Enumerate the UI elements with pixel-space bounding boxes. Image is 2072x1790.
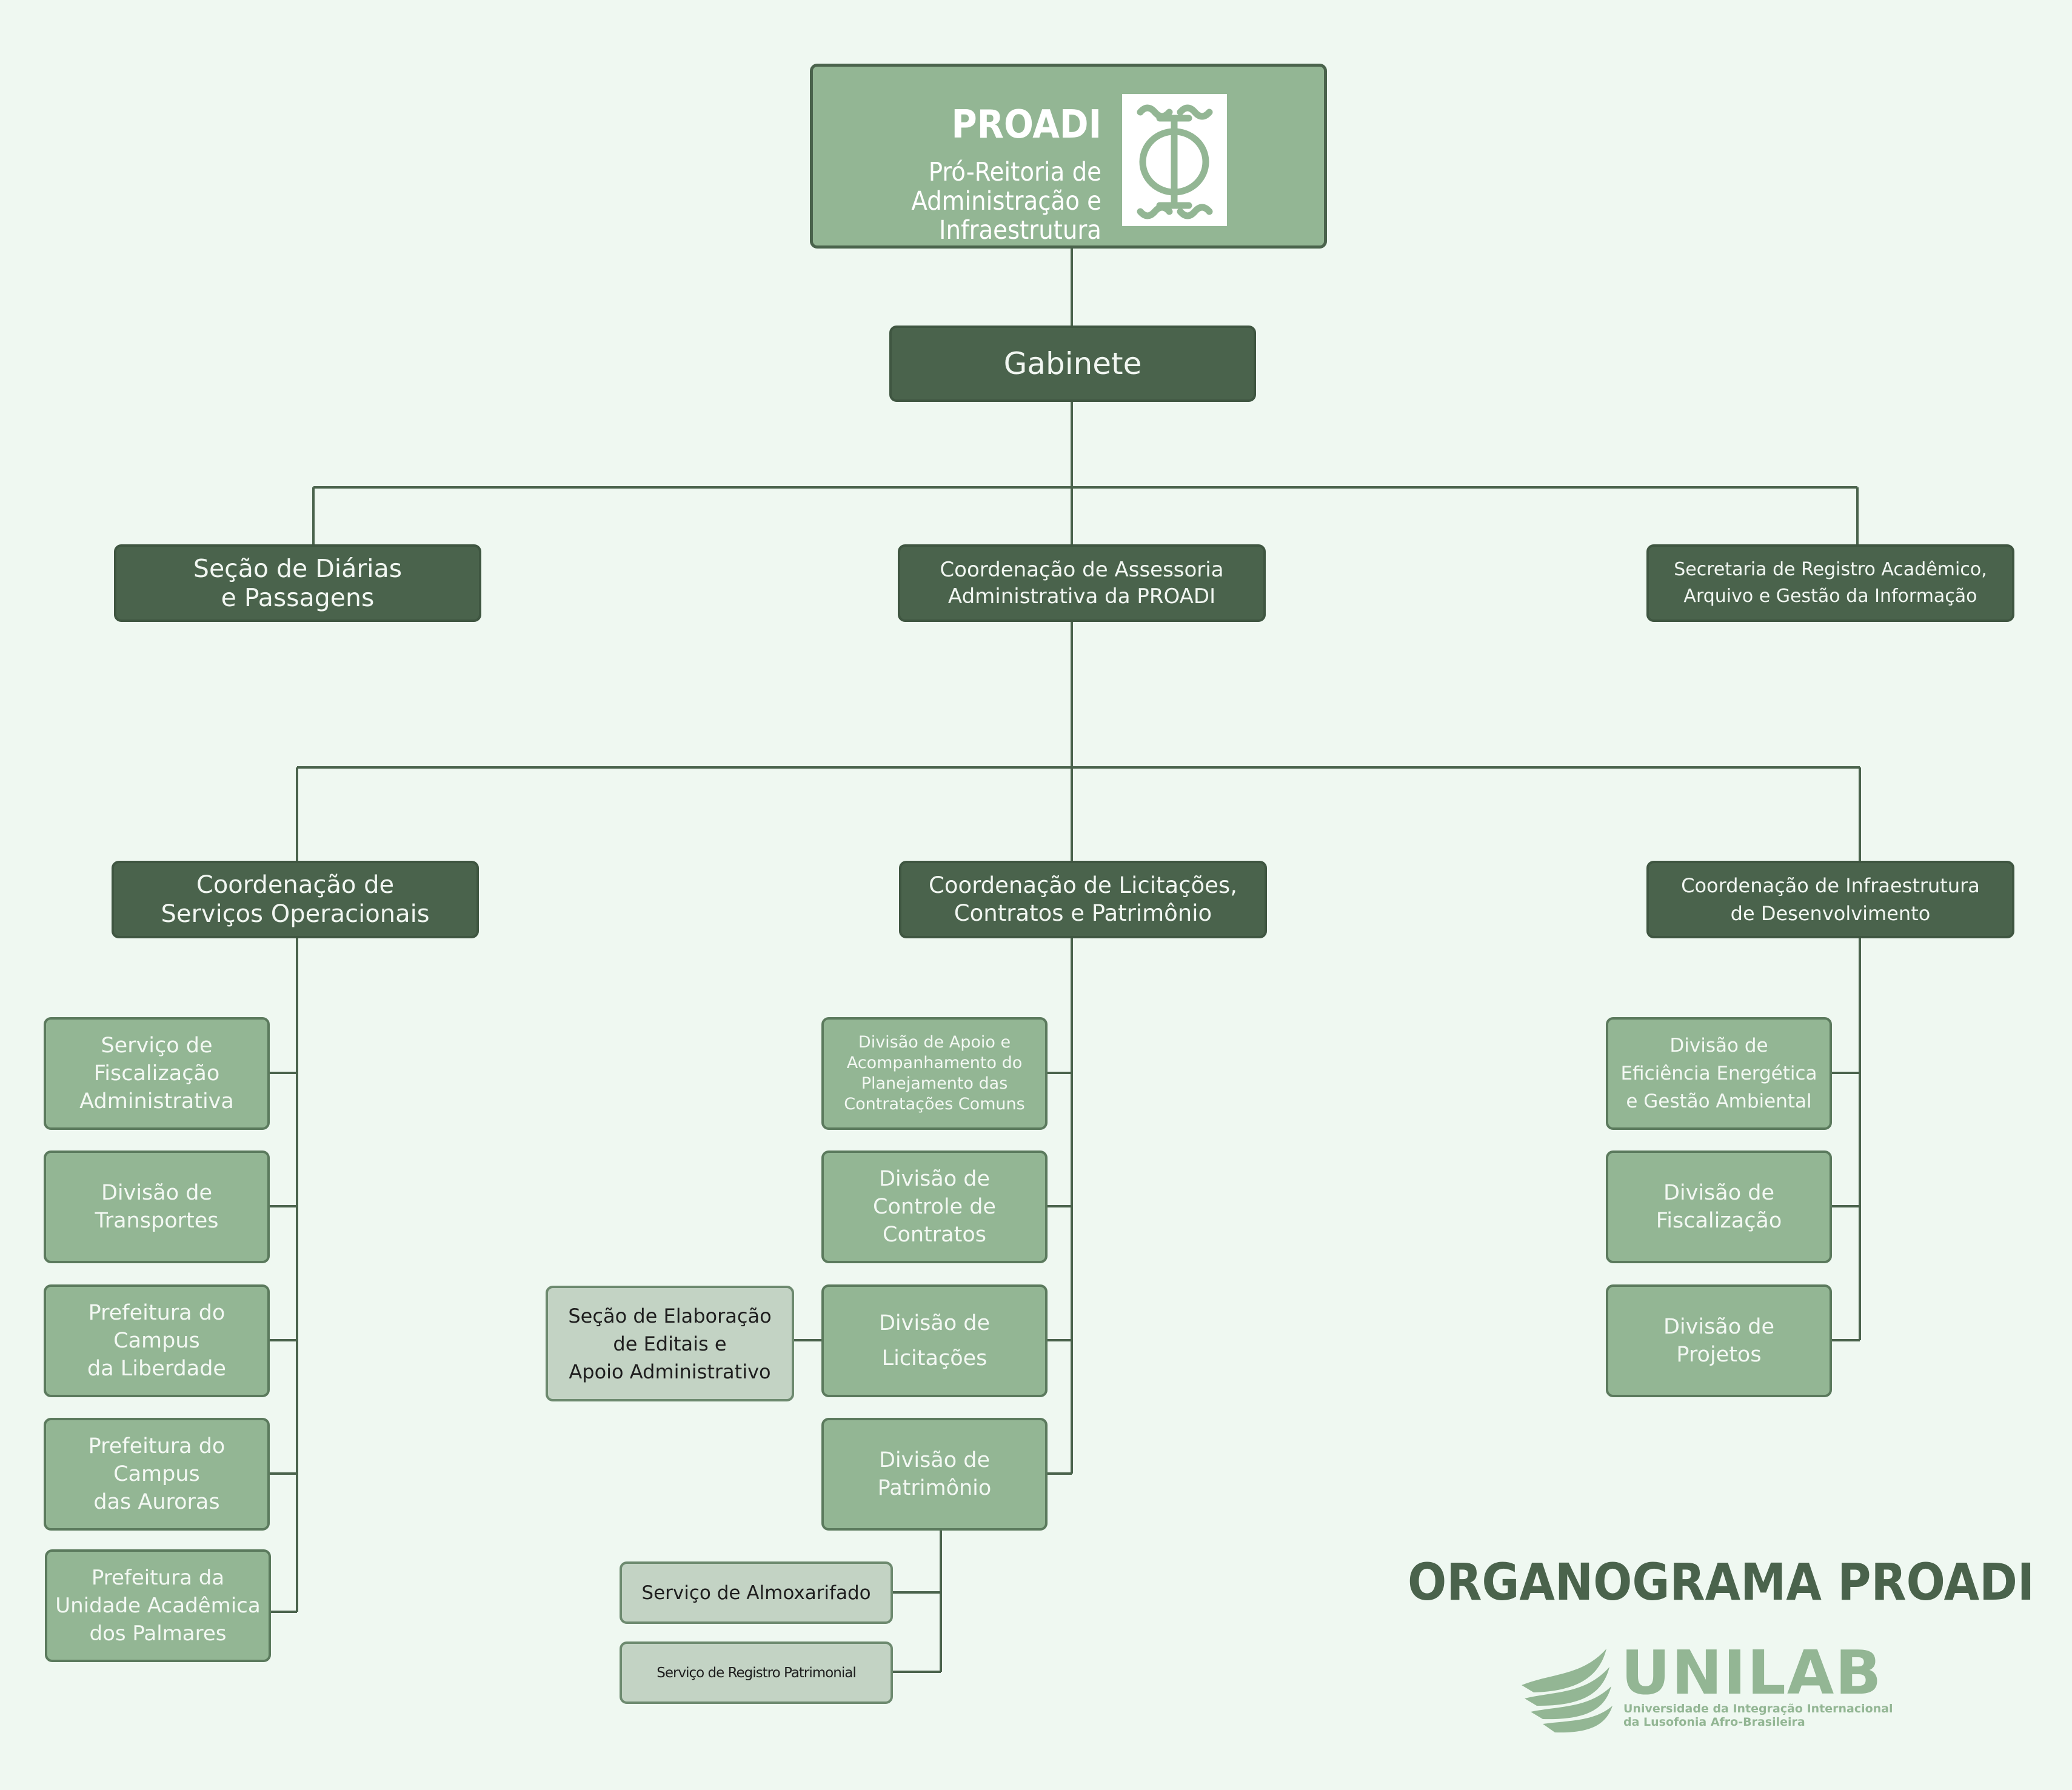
proadi-header-text: PROADI Pró-Reitoria de Administração e I… (911, 92, 1101, 256)
coord-servicos-label: Coordenação de Serviços Operacionais (161, 871, 430, 928)
proadi-header-box: PROADI Pró-Reitoria de Administração e I… (810, 64, 1327, 249)
secao-editais-box: Seção de Elaboração de Editais e Apoio A… (546, 1286, 794, 1401)
divisao-controle-label: Divisão de Controle de Contratos (873, 1167, 996, 1247)
servico-almoxarifado-box: Serviço de Almoxarifado (620, 1561, 893, 1624)
proadi-subtitle: Pró-Reitoria de Administração e Infraest… (911, 157, 1101, 245)
divisao-controle-box: Divisão de Controle de Contratos (821, 1150, 1048, 1263)
divisao-transportes-label: Divisão de Transportes (95, 1181, 219, 1233)
coord-assessoria-box: Coordenação de Assessoria Administrativa… (898, 544, 1266, 622)
divisao-eficiencia-label: Divisão de Eficiência Energética e Gestã… (1620, 1035, 1817, 1112)
divisao-patrimonio-label: Divisão de Patrimônio (877, 1448, 992, 1500)
divisao-apoio-label: Divisão de Apoio e Acompanhamento do Pla… (844, 1033, 1025, 1114)
divisao-licitacoes-box: Divisão de Licitações (821, 1284, 1048, 1397)
prefeitura-auroras-label: Prefeitura do Campus das Auroras (88, 1434, 226, 1514)
divisao-fiscalizacao-label: Divisão de Fiscalização (1656, 1181, 1782, 1233)
divisao-transportes-box: Divisão de Transportes (44, 1150, 270, 1263)
servico-almoxarifado-label: Serviço de Almoxarifado (641, 1581, 871, 1604)
unilab-logo: UNILAB Universidade da Integração Intern… (1509, 1643, 1910, 1740)
coord-licitacoes-label: Coordenação de Licitações, Contratos e P… (929, 872, 1237, 926)
servico-registro-box: Serviço de Registro Patrimonial (620, 1641, 893, 1704)
proadi-logo-icon (1122, 94, 1227, 226)
proadi-emblem-icon (1137, 104, 1213, 219)
coord-licitacoes-box: Coordenação de Licitações, Contratos e P… (899, 861, 1267, 938)
divisao-apoio-box: Divisão de Apoio e Acompanhamento do Pla… (821, 1017, 1048, 1130)
coord-assessoria-label: Coordenação de Assessoria Administrativa… (940, 558, 1224, 609)
prefeitura-liberdade-label: Prefeitura do Campus da Liberdade (87, 1301, 226, 1381)
servico-registro-label: Serviço de Registro Patrimonial (657, 1665, 856, 1681)
secao-diarias-box: Seção de Diárias e Passagens (114, 544, 481, 622)
servico-fiscalizacao-box: Serviço de Fiscalização Administrativa (44, 1017, 270, 1130)
unilab-name: UNILAB (1621, 1637, 1883, 1708)
prefeitura-liberdade-box: Prefeitura do Campus da Liberdade (44, 1284, 270, 1397)
unilab-subtitle: Universidade da Integração Internacional… (1623, 1702, 1893, 1729)
divisao-fiscalizacao-box: Divisão de Fiscalização (1606, 1150, 1832, 1263)
servico-fiscalizacao-label: Serviço de Fiscalização Administrativa (79, 1034, 234, 1114)
secretaria-registro-label: Secretaria de Registro Acadêmico, Arquiv… (1674, 559, 1987, 607)
coord-infra-label: Coordenação de Infraestrutura de Desenvo… (1681, 874, 1980, 925)
prefeitura-palmares-label: Prefeitura da Unidade Acadêmica dos Palm… (55, 1566, 261, 1646)
gabinete-box: Gabinete (889, 326, 1256, 402)
coord-infra-box: Coordenação de Infraestrutura de Desenvo… (1646, 861, 2014, 938)
proadi-title: PROADI (951, 102, 1101, 147)
gabinete-label: Gabinete (1003, 346, 1142, 381)
prefeitura-palmares-box: Prefeitura da Unidade Acadêmica dos Palm… (45, 1549, 271, 1662)
divisao-patrimonio-box: Divisão de Patrimônio (821, 1418, 1048, 1531)
prefeitura-auroras-box: Prefeitura do Campus das Auroras (44, 1418, 270, 1531)
secao-diarias-label: Seção de Diárias e Passagens (193, 554, 403, 612)
secretaria-registro-box: Secretaria de Registro Acadêmico, Arquiv… (1646, 544, 2014, 622)
divisao-projetos-label: Divisão de Projetos (1663, 1315, 1775, 1367)
divisao-projetos-box: Divisão de Projetos (1606, 1284, 1832, 1397)
secao-editais-label: Seção de Elaboração de Editais e Apoio A… (568, 1304, 772, 1383)
organograma-title: ORGANOGRAMA PROADI (1407, 1552, 2034, 1612)
divisao-eficiencia-box: Divisão de Eficiência Energética e Gestã… (1606, 1017, 1832, 1130)
unilab-wing-icon (1522, 1649, 1612, 1733)
divisao-licitacoes-label: Divisão de Licitações (878, 1311, 991, 1371)
coord-servicos-box: Coordenação de Serviços Operacionais (112, 861, 479, 938)
